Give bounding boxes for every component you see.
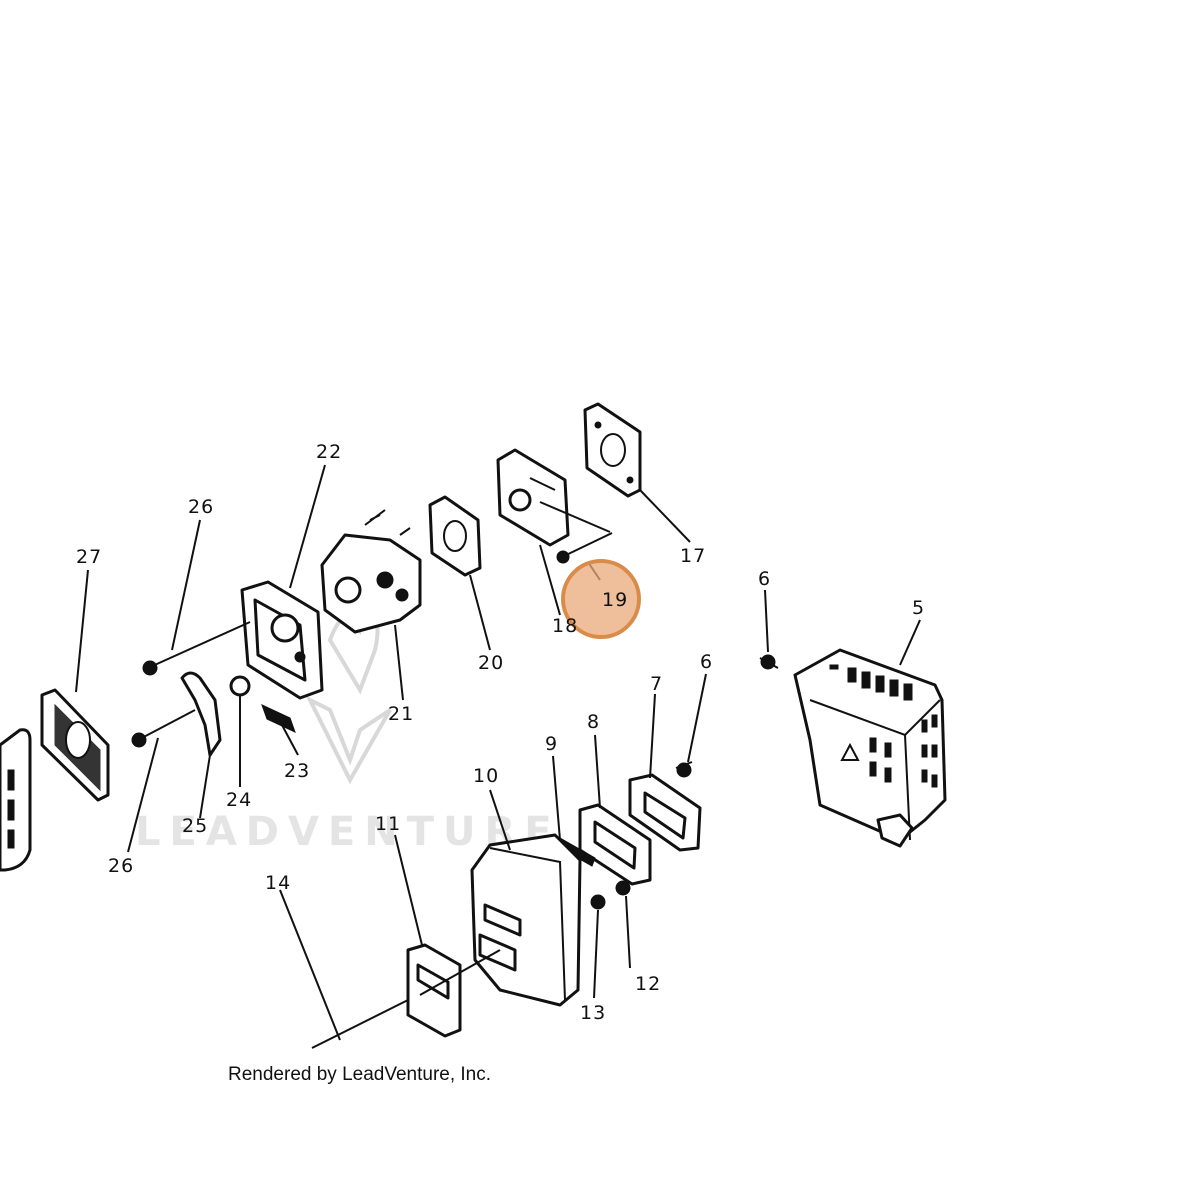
part-25-bracket	[180, 671, 222, 757]
callout-17[interactable]: 17	[680, 545, 706, 567]
callout-24[interactable]: 24	[226, 789, 252, 811]
part-12-nut	[615, 880, 631, 896]
callout-10[interactable]: 10	[473, 765, 499, 787]
callout-7[interactable]: 7	[650, 673, 663, 695]
part-26-bolts	[131, 621, 251, 748]
leadventure-watermark-logo: LEADVENTURE	[135, 578, 561, 855]
part-23-screw	[261, 704, 296, 733]
part-10-muffler-body	[470, 833, 582, 1007]
part-27-filter	[40, 688, 110, 802]
part-13-nut	[590, 894, 606, 910]
callout-19[interactable]: 19	[602, 589, 628, 611]
callout-18[interactable]: 18	[552, 615, 578, 637]
part-21-carburetor	[320, 509, 422, 634]
callout-12[interactable]: 12	[635, 973, 661, 995]
part-18-insulator	[496, 448, 570, 547]
callout-22[interactable]: 22	[316, 441, 342, 463]
callout-23[interactable]: 23	[284, 760, 310, 782]
leader-lines	[75, 464, 921, 1041]
callout-27[interactable]: 27	[76, 546, 102, 568]
callout-21[interactable]: 21	[388, 703, 414, 725]
callout-11[interactable]: 11	[375, 813, 401, 835]
part-20-gasket	[428, 495, 482, 577]
callout-6[interactable]: 6	[758, 568, 771, 590]
callout-9[interactable]: 9	[545, 733, 558, 755]
callout-25[interactable]: 25	[182, 815, 208, 837]
callout-13[interactable]: 13	[580, 1002, 606, 1024]
callout-8[interactable]: 8	[587, 711, 600, 733]
part-11-gasket	[406, 943, 462, 1038]
part-19-bolt	[556, 532, 613, 564]
callout-26[interactable]: 26	[188, 496, 214, 518]
callout-20[interactable]: 20	[478, 652, 504, 674]
part-7-plate	[628, 773, 702, 852]
credit-text: Rendered by LeadVenture, Inc.	[228, 1064, 491, 1085]
highlight-circle[interactable]	[561, 559, 641, 639]
callout-5[interactable]: 5	[912, 597, 925, 619]
callout-6[interactable]: 6	[700, 651, 713, 673]
part-14-stud	[311, 949, 501, 1049]
part-5-muffler-cover	[793, 648, 947, 848]
part-17-gasket	[583, 402, 642, 498]
watermark-text: LEADVENTURE	[135, 809, 561, 855]
part-24-washer	[229, 675, 251, 697]
callout-labels: 5 6 6 7 8 9 10 11 12 13 14 17 18 19 20 2…	[76, 441, 925, 1024]
callout-14[interactable]: 14	[265, 872, 291, 894]
callout-26[interactable]: 26	[108, 855, 134, 877]
part-22-air-cleaner-base	[240, 580, 324, 700]
air-cleaner-cover-part	[0, 728, 32, 872]
part-6-screws	[675, 654, 779, 778]
